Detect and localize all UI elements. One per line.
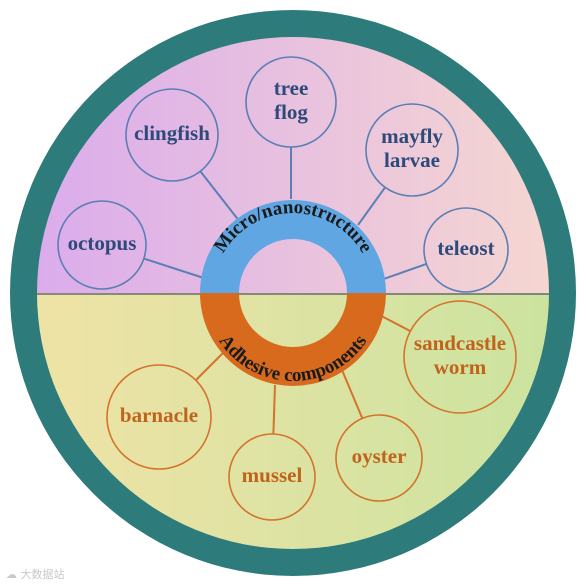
octopus-label-line-1: octopus [68, 231, 137, 255]
oyster-connector [341, 369, 364, 419]
sandcastle-worm-label-line-1: sandcastle [414, 331, 506, 355]
oyster-node: oyster [335, 414, 423, 502]
sandcastle-worm-label-line-2: worm [434, 355, 487, 379]
clingfish-label-line-1: clingfish [134, 121, 210, 145]
octopus-node: octopus [57, 200, 147, 290]
mussel-node: mussel [228, 433, 316, 521]
oyster-circle [335, 414, 423, 502]
barnacle-node: barnacle [106, 364, 212, 470]
clingfish-node: clingfish [125, 88, 219, 182]
adhesive-components-ring [200, 293, 386, 386]
mussel-label-line-1: mussel [242, 463, 303, 487]
octopus-circle [57, 200, 147, 290]
tree-flog-label-line-1: tree [274, 76, 309, 100]
teleost-circle [423, 207, 509, 293]
teleost-label-line-1: teleost [437, 236, 494, 260]
sandcastle-worm-circle [403, 300, 517, 414]
mussel-circle [228, 433, 316, 521]
watermark-text: 大数据站 [20, 568, 65, 581]
clingfish-connector [199, 170, 241, 223]
tree-flog-circle [245, 56, 337, 148]
watermark: ☁ 大数据站 [6, 566, 65, 582]
mayfly-larvae-label-line-1: mayfly [381, 124, 443, 148]
cloud-logo-icon: ☁ [6, 568, 17, 581]
oyster-label-line-1: oyster [352, 444, 407, 468]
octopus-connector [143, 257, 211, 281]
barnacle-label-line-1: barnacle [120, 403, 198, 427]
tree-flog-label-line-2: flog [274, 100, 308, 124]
clingfish-circle [125, 88, 219, 182]
mussel-connector [272, 384, 276, 435]
mayfly-larvae-connector [357, 186, 386, 226]
micro-nanostructure-ring [200, 200, 386, 293]
mayfly-larvae-label-line-2: larvae [384, 148, 440, 172]
mayfly-larvae-circle [365, 103, 459, 197]
teleost-node: teleost [423, 207, 509, 293]
barnacle-circle [106, 364, 212, 470]
